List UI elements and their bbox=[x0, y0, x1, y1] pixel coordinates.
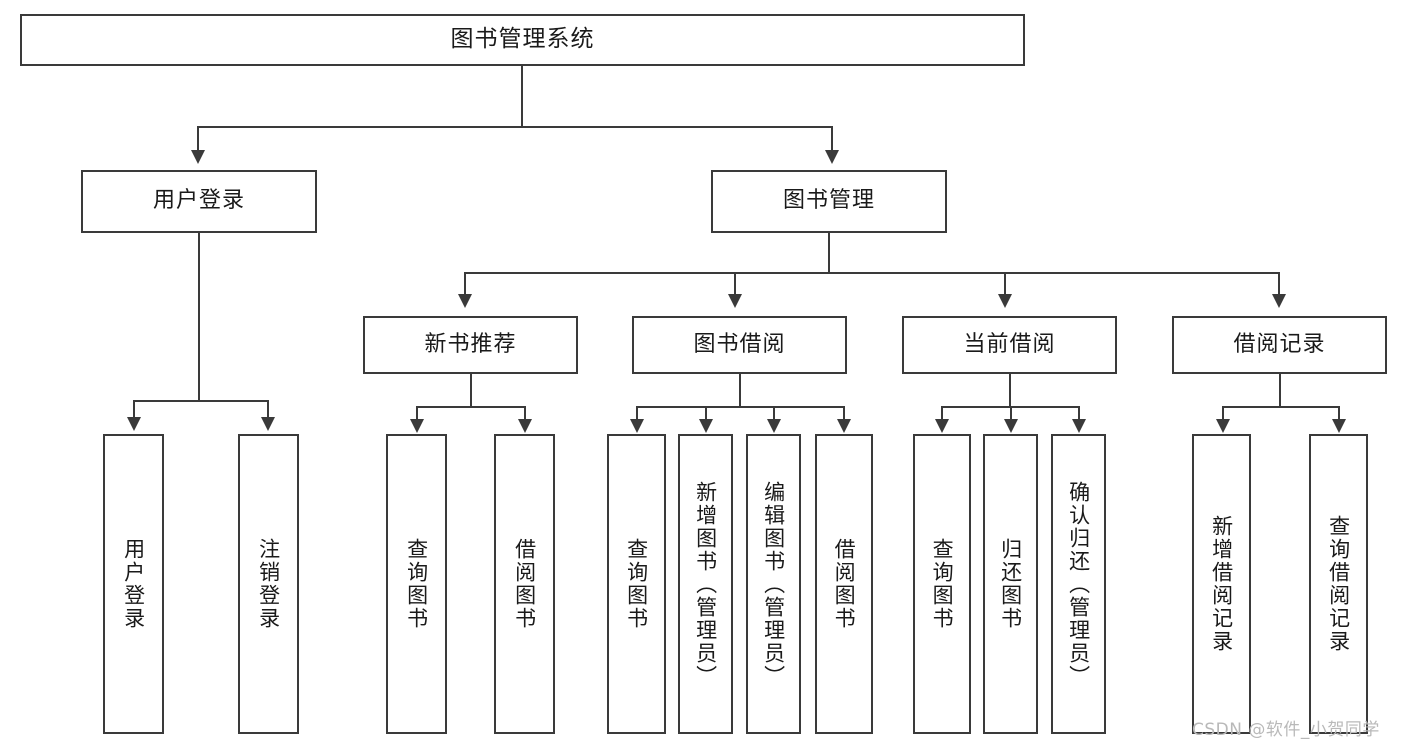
connector-to-book-borrow bbox=[734, 272, 736, 296]
leaf-label: 新增图书（管理员） bbox=[693, 480, 718, 688]
connector-bb-drop-3 bbox=[773, 406, 775, 421]
connector-br-drop-2 bbox=[1338, 406, 1340, 421]
node-book-management[interactable]: 图书管理 bbox=[711, 170, 947, 233]
node-label: 用户登录 bbox=[152, 188, 245, 214]
arrowhead-bb-leaf-1 bbox=[630, 419, 644, 433]
leaf-label: 注销登录 bbox=[256, 538, 281, 630]
leaf-bb-edit-book-admin[interactable]: 编辑图书（管理员） bbox=[746, 434, 801, 734]
leaf-bb-borrow-book[interactable]: 借阅图书 bbox=[815, 434, 873, 734]
leaf-label: 借阅图书 bbox=[832, 538, 857, 630]
node-user-login[interactable]: 用户登录 bbox=[81, 170, 317, 233]
connector-bb-drop-2 bbox=[705, 406, 707, 421]
connector-cb-drop-3 bbox=[1078, 406, 1080, 421]
node-label: 图书管理系统 bbox=[450, 26, 595, 53]
arrowhead-user-login-leaf-2 bbox=[261, 417, 275, 431]
arrowhead-bb-leaf-4 bbox=[837, 419, 851, 433]
connector-current-borrow-stem bbox=[1009, 374, 1011, 407]
leaf-label: 查询图书 bbox=[404, 538, 429, 630]
connector-user-login-drop-2 bbox=[267, 400, 269, 419]
arrowhead-current-borrow bbox=[998, 294, 1012, 308]
connector-root-to-user-login bbox=[197, 126, 199, 152]
connector-to-new-book-recommend bbox=[464, 272, 466, 296]
arrowhead-borrow-record bbox=[1272, 294, 1286, 308]
node-label: 当前借阅 bbox=[963, 331, 1056, 357]
connector-new-book-recommend-stem bbox=[470, 374, 472, 407]
arrowhead-book-borrow bbox=[728, 294, 742, 308]
connector-book-management-stem bbox=[828, 233, 830, 273]
arrowhead-user-login bbox=[191, 150, 205, 164]
connector-borrow-record-stem bbox=[1279, 374, 1281, 407]
leaf-nbr-borrow-book[interactable]: 借阅图书 bbox=[494, 434, 555, 734]
leaf-label: 用户登录 bbox=[121, 538, 146, 630]
leaf-label: 编辑图书（管理员） bbox=[761, 480, 786, 688]
node-label: 新书推荐 bbox=[424, 331, 517, 357]
leaf-bb-query-book[interactable]: 查询图书 bbox=[607, 434, 666, 734]
csdn-watermark: CSDN @软件_小贺同学 bbox=[1192, 720, 1380, 740]
connector-to-current-borrow bbox=[1004, 272, 1006, 296]
leaf-label: 归还图书 bbox=[998, 538, 1023, 630]
connector-borrow-record-bus bbox=[1222, 406, 1339, 408]
arrowhead-nbr-leaf-2 bbox=[518, 419, 532, 433]
leaf-label: 查询借阅记录 bbox=[1326, 515, 1351, 653]
arrowhead-bb-leaf-3 bbox=[767, 419, 781, 433]
connector-bb-drop-4 bbox=[843, 406, 845, 421]
connector-bb-drop-1 bbox=[636, 406, 638, 421]
leaf-label: 查询图书 bbox=[624, 538, 649, 630]
node-current-borrow[interactable]: 当前借阅 bbox=[902, 316, 1117, 374]
leaf-cb-query-book[interactable]: 查询图书 bbox=[913, 434, 971, 734]
arrowhead-book-management bbox=[825, 150, 839, 164]
node-label: 图书管理 bbox=[782, 188, 875, 214]
arrowhead-new-book-recommend bbox=[458, 294, 472, 308]
node-root-book-management-system[interactable]: 图书管理系统 bbox=[20, 14, 1025, 66]
connector-root-to-book-management bbox=[831, 126, 833, 152]
arrowhead-user-login-leaf-1 bbox=[127, 417, 141, 431]
connector-user-login-stem bbox=[198, 233, 200, 401]
arrowhead-nbr-leaf-1 bbox=[410, 419, 424, 433]
connector-nbr-drop-2 bbox=[524, 406, 526, 421]
connector-cb-drop-1 bbox=[941, 406, 943, 421]
connector-book-borrow-bus bbox=[636, 406, 845, 408]
arrowhead-br-leaf-1 bbox=[1216, 419, 1230, 433]
node-new-book-recommend[interactable]: 新书推荐 bbox=[363, 316, 578, 374]
leaf-cb-confirm-return-admin[interactable]: 确认归还（管理员） bbox=[1051, 434, 1106, 734]
leaf-nbr-query-book[interactable]: 查询图书 bbox=[386, 434, 447, 734]
arrowhead-bb-leaf-2 bbox=[699, 419, 713, 433]
connector-cb-drop-2 bbox=[1010, 406, 1012, 421]
connector-to-borrow-record bbox=[1278, 272, 1280, 296]
connector-root-bus bbox=[197, 126, 833, 128]
leaf-br-query-record[interactable]: 查询借阅记录 bbox=[1309, 434, 1368, 734]
connector-user-login-bus bbox=[133, 400, 268, 402]
node-borrow-record[interactable]: 借阅记录 bbox=[1172, 316, 1387, 374]
connector-nbr-drop-1 bbox=[416, 406, 418, 421]
leaf-user-login-login[interactable]: 用户登录 bbox=[103, 434, 164, 734]
connector-user-login-drop-1 bbox=[133, 400, 135, 419]
leaf-cb-return-book[interactable]: 归还图书 bbox=[983, 434, 1038, 734]
node-book-borrow[interactable]: 图书借阅 bbox=[632, 316, 847, 374]
connector-root-stem bbox=[521, 66, 523, 127]
arrowhead-br-leaf-2 bbox=[1332, 419, 1346, 433]
leaf-br-add-record[interactable]: 新增借阅记录 bbox=[1192, 434, 1251, 734]
node-label: 借阅记录 bbox=[1233, 331, 1326, 357]
arrowhead-cb-leaf-1 bbox=[935, 419, 949, 433]
connector-book-borrow-stem bbox=[739, 374, 741, 407]
connector-new-book-recommend-bus bbox=[416, 406, 525, 408]
leaf-label: 借阅图书 bbox=[512, 538, 537, 630]
leaf-label: 确认归还（管理员） bbox=[1066, 480, 1091, 688]
leaf-bb-add-book-admin[interactable]: 新增图书（管理员） bbox=[678, 434, 733, 734]
arrowhead-cb-leaf-3 bbox=[1072, 419, 1086, 433]
leaf-user-login-logout[interactable]: 注销登录 bbox=[238, 434, 299, 734]
leaf-label: 查询图书 bbox=[930, 538, 955, 630]
leaf-label: 新增借阅记录 bbox=[1209, 515, 1234, 653]
connector-br-drop-1 bbox=[1222, 406, 1224, 421]
arrowhead-cb-leaf-2 bbox=[1004, 419, 1018, 433]
node-label: 图书借阅 bbox=[693, 331, 786, 357]
connector-level3-bus bbox=[464, 272, 1280, 274]
